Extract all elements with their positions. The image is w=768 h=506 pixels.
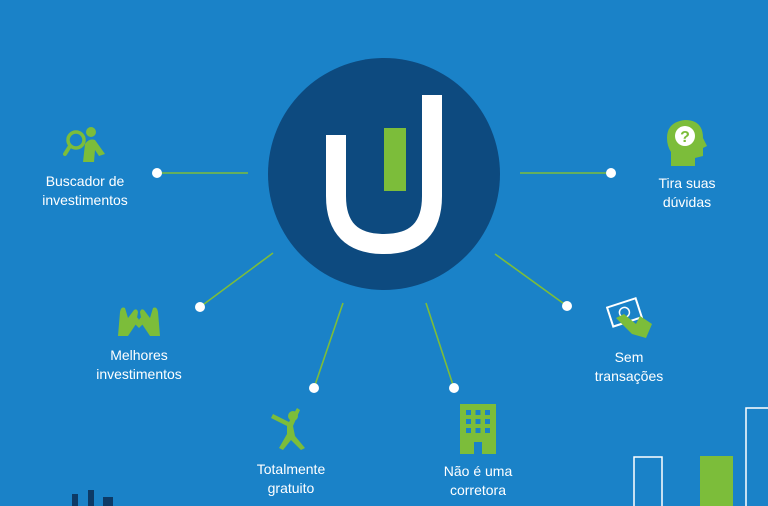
feature-label: Buscador de investimentos — [42, 173, 128, 208]
connector-corretora — [425, 302, 455, 389]
building-icon — [460, 404, 496, 454]
deco-bar-green — [700, 456, 733, 506]
feature-label: Sem transações — [594, 349, 664, 384]
partial-logo-glyph — [72, 490, 113, 506]
dot-melhores — [195, 302, 205, 312]
feature-buscador: Buscador de investimentos — [20, 124, 150, 210]
feature-corretora: Não é uma corretora — [413, 404, 543, 500]
feature-label: Tira suas dúvidas — [658, 175, 716, 210]
center-logo — [268, 58, 500, 290]
feature-transacoes: Sem transações — [564, 294, 694, 386]
connectors — [157, 172, 611, 389]
dot-corretora — [449, 383, 459, 393]
person-reaching-icon — [271, 408, 305, 450]
connector-gratuito — [313, 302, 344, 389]
head-question-icon: ? — [667, 120, 707, 166]
feature-melhores: Melhores investimentos — [74, 304, 204, 384]
svg-text:?: ? — [680, 129, 690, 146]
feature-duvidas: ? Tira suas dúvidas — [622, 118, 752, 212]
money-hand-icon — [606, 297, 652, 338]
feature-gratuito: Totalmente gratuito — [226, 404, 356, 498]
dot-transacoes — [562, 301, 572, 311]
feature-label: Melhores investimentos — [96, 347, 182, 382]
logo-green-bar — [384, 128, 406, 191]
dot-duvidas — [606, 168, 616, 178]
connector-dots — [152, 168, 616, 393]
logo-u-shape — [326, 95, 442, 254]
feature-label: Não é uma corretora — [443, 463, 513, 498]
deco-bar-outline-2 — [745, 407, 768, 506]
dot-gratuito — [309, 383, 319, 393]
connector-melhores — [199, 252, 274, 308]
dot-buscador — [152, 168, 162, 178]
deco-bar-outline-1 — [633, 456, 663, 506]
connector-transacoes — [494, 253, 568, 307]
hands-heart-icon — [118, 307, 160, 336]
feature-label: Totalmente gratuito — [256, 461, 326, 496]
decorative-bars — [633, 407, 768, 506]
magnifier-person-icon — [63, 127, 105, 162]
